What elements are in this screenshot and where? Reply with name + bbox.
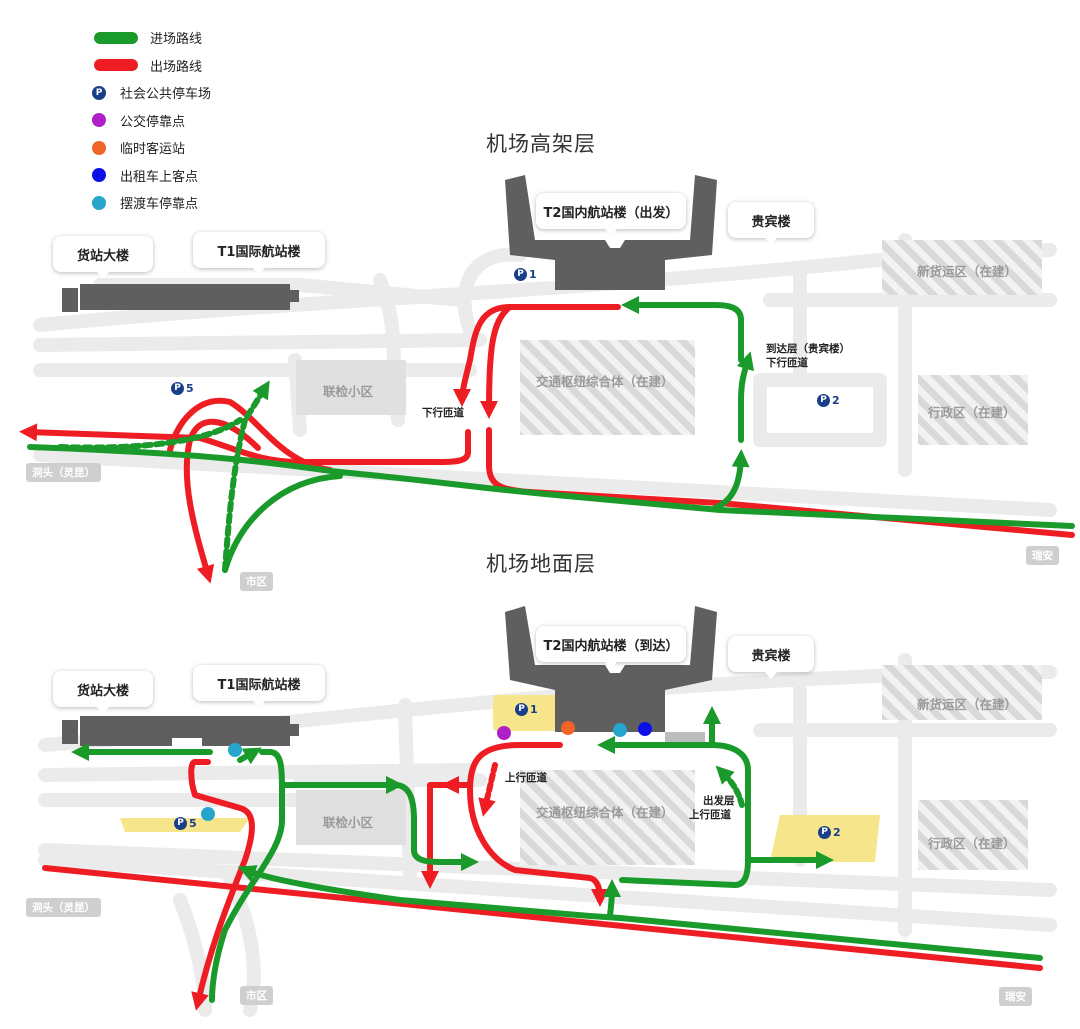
parking-p2-ground: P 2 (818, 826, 841, 839)
shuttle-stop-marker-t1 (228, 743, 242, 757)
new-cargo-zone-label-ground: 新货运区（在建） (917, 697, 1018, 712)
legend-label: 进场路线 (150, 32, 203, 48)
t2-departure-callout: T2国内航站楼（出发） (536, 193, 686, 236)
new-cargo-zone-ground (882, 665, 1042, 720)
vip-building-callout-ground: 贵宾楼 (728, 636, 814, 679)
destination-west-tag: 洞头（灵昆） (26, 463, 101, 482)
new-cargo-zone (882, 240, 1042, 295)
coach-station-marker (561, 721, 575, 735)
elevated-level-title: 机场高架层 (486, 132, 596, 156)
admin-zone-label-ground: 行政区（在建） (928, 836, 1016, 851)
parking-icon: P (174, 817, 187, 830)
vip-building-callout: 贵宾楼 (728, 202, 814, 245)
parking-icon: P (817, 394, 830, 407)
admin-zone-label: 行政区（在建） (928, 405, 1016, 420)
destination-east-tag-ground: 瑞安 (999, 987, 1032, 1006)
parking-icon: P (514, 268, 527, 281)
bus-stop-marker (497, 726, 511, 740)
legend-label: 摆渡车停靠点 (120, 197, 199, 213)
taxi-pickup-icon (92, 168, 106, 183)
outbound-routes-ground (42, 742, 1043, 1011)
shuttle-stop-marker-p5 (201, 807, 215, 821)
inbound-routes-elevated (27, 296, 1075, 573)
t1-terminal-callout-ground: T1国际航站楼 (193, 665, 325, 708)
coach-station-icon (92, 140, 106, 155)
departure-ramp-label-line2: 上行匝道 (689, 809, 731, 821)
shuttle-stop-icon (92, 195, 106, 210)
parking-icon: P (818, 826, 831, 839)
cargo-building-callout: 货站大楼 (53, 236, 153, 279)
legend-item-inbound: 进场路线 (92, 24, 211, 52)
legend-label: 社会公共停车场 (120, 87, 212, 103)
shuttle-stop-marker (613, 723, 627, 737)
parking-icon: P (171, 382, 184, 395)
destination-east-tag: 瑞安 (1026, 546, 1059, 565)
parking-p2: P 2 (817, 394, 840, 407)
inbound-routes-ground (71, 706, 1043, 1003)
legend-label: 临时客运站 (120, 142, 186, 158)
inspection-zone-label: 联检小区 (323, 384, 374, 399)
parking-number: 1 (530, 703, 538, 716)
inspection-zone-ground (296, 790, 406, 845)
legend-item-taxi: 出租车上客点 (92, 162, 211, 190)
hub-zone-label: 交通枢纽综合体（在建） (536, 374, 674, 389)
inspection-zone-label-ground: 联检小区 (323, 815, 374, 830)
inspection-zone (296, 360, 406, 415)
hub-zone-label-ground: 交通枢纽综合体（在建） (536, 805, 674, 820)
parking-number: 2 (832, 394, 840, 407)
parking-number: 2 (833, 826, 841, 839)
ground-level-map (38, 606, 1057, 1017)
elevated-level-map (19, 175, 1075, 584)
cargo-building-callout-ground: 货站大楼 (53, 671, 153, 714)
bus-stop-icon (92, 113, 106, 128)
legend-item-coach: 临时客运站 (92, 134, 211, 162)
destination-city-tag: 市区 (240, 572, 273, 591)
parking-number: 1 (529, 268, 537, 281)
hub-zone (520, 340, 695, 435)
parking-icon: P (92, 85, 106, 100)
arrival-ramp-label-line2: 下行匝道 (766, 357, 808, 369)
parking-p1: P 1 (514, 268, 537, 281)
legend-label: 出场路线 (150, 59, 203, 75)
legend-item-parking: P 社会公共停车场 (92, 79, 211, 107)
hub-zone-ground (520, 770, 695, 865)
legend-label: 出租车上客点 (120, 169, 199, 185)
taxi-pickup-marker (638, 722, 652, 736)
parking-icon: P (515, 703, 528, 716)
departure-ramp-label-line1: 出发层 (703, 795, 735, 807)
parking-number: 5 (189, 817, 197, 830)
admin-zone-ground (918, 800, 1028, 870)
legend-item-shuttle: 摆渡车停靠点 (92, 189, 211, 217)
parking-p1-ground: P 1 (515, 703, 538, 716)
arrival-ramp-label-line1: 到达层（贵宾楼） (766, 343, 850, 355)
buildings-elevated (62, 175, 717, 312)
legend: 进场路线 出场路线 P 社会公共停车场 公交停靠点 临时客运站 出租车上客点 摆… (92, 24, 211, 217)
t1-terminal-callout: T1国际航站楼 (193, 232, 325, 275)
t2-arrival-callout: T2国内航站楼（到达） (536, 626, 686, 669)
parking-number: 5 (186, 382, 194, 395)
legend-item-bus: 公交停靠点 (92, 107, 211, 135)
destination-west-tag-ground: 洞头（灵昆） (26, 898, 101, 917)
destination-city-tag-ground: 市区 (240, 986, 273, 1005)
admin-zone (918, 375, 1028, 445)
buildings-ground (62, 606, 717, 746)
ramp-down-label: 下行匝道 (422, 407, 464, 419)
parking-p5: P 5 (171, 382, 194, 395)
new-cargo-zone-label: 新货运区（在建） (917, 264, 1018, 279)
legend-label: 公交停靠点 (120, 114, 186, 130)
ramp-up-label: 上行匝道 (505, 772, 547, 784)
parking-p5-ground: P 5 (174, 817, 197, 830)
ground-level-title: 机场地面层 (486, 552, 596, 576)
outbound-line-swatch (94, 59, 138, 72)
legend-item-outbound: 出场路线 (92, 52, 211, 80)
inbound-line-swatch (94, 31, 138, 44)
